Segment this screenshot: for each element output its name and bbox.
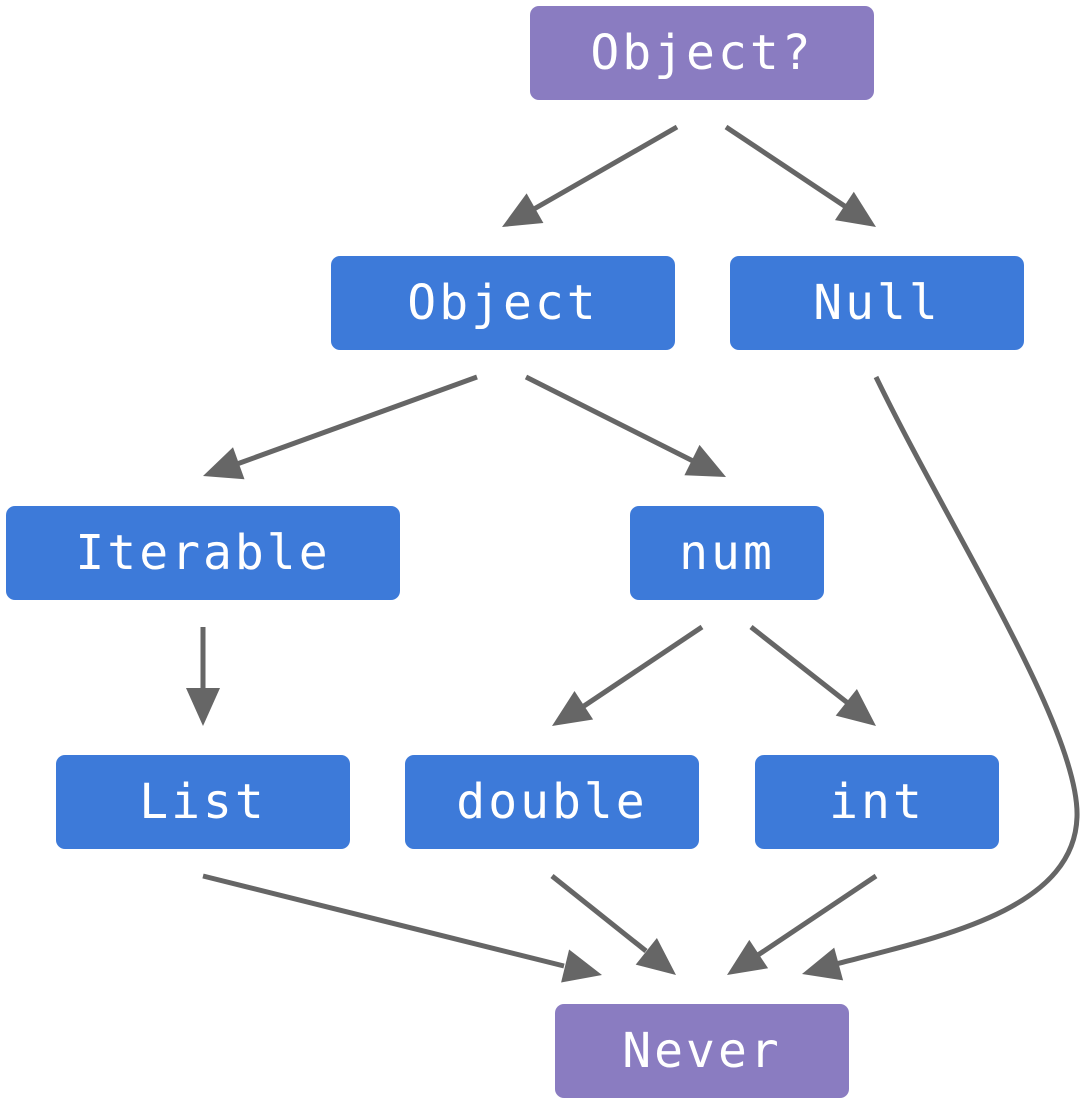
edge-object-to-iterable xyxy=(203,374,478,480)
edge-null-type-to-never xyxy=(802,375,1080,981)
edge-line xyxy=(724,124,848,210)
node-iterable: Iterable xyxy=(6,506,400,600)
edge-line xyxy=(202,873,565,969)
arrowhead-icon xyxy=(186,688,220,726)
edge-line xyxy=(582,624,704,709)
arrowhead-icon xyxy=(203,447,245,480)
edge-line xyxy=(532,124,679,212)
edge-object-nullable-to-object xyxy=(502,124,679,227)
edge-object-nullable-to-null-type xyxy=(724,124,876,227)
edge-line xyxy=(236,374,478,467)
node-list: List xyxy=(56,755,350,849)
arrowhead-icon xyxy=(835,191,876,227)
node-num: num xyxy=(630,506,824,600)
edge-line xyxy=(550,874,648,953)
arrowhead-icon xyxy=(802,947,844,981)
arrowhead-icon xyxy=(635,938,676,975)
edge-num-to-int xyxy=(749,625,876,726)
node-double: double xyxy=(405,755,699,849)
node-object: Object xyxy=(331,256,675,350)
arrowhead-icon xyxy=(684,444,726,477)
arrowhead-icon xyxy=(552,691,594,726)
edge-line xyxy=(835,375,1080,967)
node-int: int xyxy=(755,755,999,849)
node-never: Never xyxy=(555,1004,849,1098)
edge-line xyxy=(749,625,851,706)
edge-iterable-to-list xyxy=(186,627,220,726)
edge-line xyxy=(756,873,878,958)
node-object-nullable: Object? xyxy=(530,6,874,100)
node-null: Null xyxy=(730,256,1024,350)
edge-num-to-double xyxy=(552,624,704,726)
edge-line xyxy=(524,374,695,464)
arrowhead-icon xyxy=(727,939,769,975)
edge-list-to-never xyxy=(202,873,602,983)
edge-double-to-never xyxy=(550,874,676,975)
arrowhead-icon xyxy=(502,193,544,227)
edge-int-to-never xyxy=(727,873,878,975)
arrowhead-icon xyxy=(561,949,602,983)
arrowhead-icon xyxy=(835,689,876,726)
edge-object-to-num xyxy=(524,374,726,477)
